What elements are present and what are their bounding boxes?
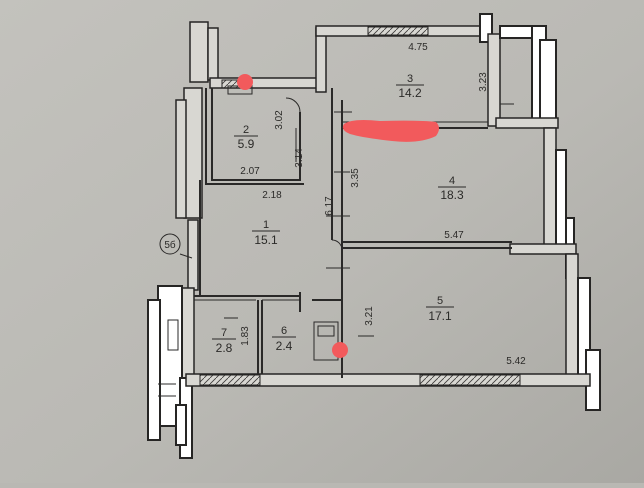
dim-room4-height: 3.35 (350, 168, 361, 188)
marker-dot-bottom (332, 342, 348, 358)
dim-room2-height-b: 3.14 (294, 148, 305, 168)
marker-dot-top (237, 74, 253, 90)
left-exterior-wall (147, 21, 219, 459)
marker-scribble (342, 120, 439, 142)
room-5-area: 17.1 (428, 309, 452, 323)
dim-room7-height: 1.83 (240, 326, 251, 346)
axis-label: 5б (164, 239, 176, 251)
dim-room3-width: 4.75 (408, 42, 428, 53)
dim-room2-height-a: 3.02 (274, 110, 285, 130)
right-balcony (479, 13, 559, 129)
top-wall (209, 25, 493, 93)
room-2-area: 5.9 (238, 137, 255, 151)
dim-room5-width: 5.42 (506, 356, 526, 367)
room-4-number: 4 (449, 175, 455, 187)
room-7-area: 2.8 (216, 341, 233, 355)
room-6-area: 2.4 (276, 339, 293, 353)
room-6-number: 6 (281, 325, 287, 337)
room-1-number: 1 (263, 219, 269, 231)
right-exterior-wall (509, 127, 601, 411)
dim-room4-width: 5.47 (444, 230, 464, 241)
room-5-number: 5 (437, 295, 443, 307)
bottom-wall (185, 373, 591, 387)
dim-room5-height: 3.21 (364, 306, 375, 326)
room-7-number: 7 (221, 327, 227, 339)
room-4-area: 18.3 (440, 188, 464, 202)
room-labels: 2 5.9 3 14.2 4 18.3 1 15.1 5 17.1 7 2.8 … (212, 73, 466, 355)
dim-room3-height: 3.23 (478, 72, 489, 92)
interior-walls (194, 85, 512, 378)
dim-room1-height: 6.17 (324, 196, 335, 216)
red-markers (237, 74, 439, 358)
room-1-area: 15.1 (254, 233, 278, 247)
dim-room1-width: 2.18 (262, 190, 282, 201)
dimension-labels: 4.75 3.23 3.02 3.14 2.07 2.18 6.17 3.35 … (240, 42, 526, 367)
room-3-number: 3 (407, 73, 413, 85)
room-3-area: 14.2 (398, 86, 422, 100)
room-2-number: 2 (243, 124, 249, 136)
dimension-ticks (159, 103, 514, 337)
dim-room2-width: 2.07 (240, 166, 260, 177)
